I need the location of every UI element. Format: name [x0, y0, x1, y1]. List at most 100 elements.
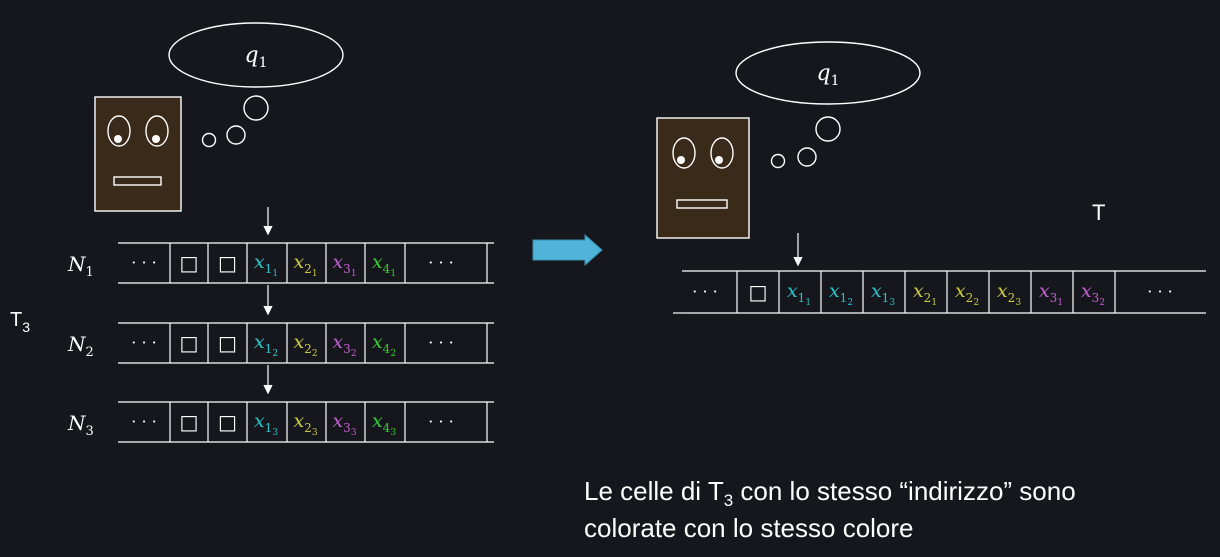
left-tape-3-cell-6: x43 — [372, 410, 396, 438]
left-tape-1-cell-blank-symbol: □ — [218, 251, 237, 275]
left-tape-2-cell-1: □ — [180, 331, 199, 355]
left-tape-1-cell-6: x41 — [372, 251, 396, 279]
transition-arrow — [532, 233, 603, 267]
right-tape-label: T — [1092, 200, 1105, 225]
left-tape-1-cell-3: x11 — [254, 251, 278, 279]
left-tape-group-label: T3 — [10, 309, 30, 335]
left-head-arrows — [263, 207, 273, 395]
left-tape-2-cell-blank-symbol: □ — [180, 331, 199, 355]
left-tape-1-cell-2: □ — [218, 251, 237, 275]
left-tape-2-cell-variable: x42 — [372, 331, 396, 359]
right-tape-cell-10: · · · — [1147, 282, 1172, 301]
left-tape-name: N2 — [67, 332, 94, 360]
left-state-label: q1 — [244, 43, 267, 71]
left-tape-2-cell-0: · · · — [131, 333, 156, 352]
right-eye-right — [710, 137, 734, 169]
caption-line-2: colorate con lo stesso colore — [584, 513, 914, 543]
right-thought-bubble — [735, 41, 921, 105]
right-tape-cell-2: x11 — [787, 280, 811, 308]
right-tape-cell-variable: x11 — [787, 280, 811, 308]
left-tape-2-cell-6: x42 — [372, 331, 396, 359]
left-tape-3-cell-variable: x43 — [372, 410, 396, 438]
left-tape-3-cell-dots: · · · — [131, 412, 156, 431]
right-machine-head — [656, 117, 750, 239]
left-tape-1: N1 · · · □ □ x11 x21 x31 x41 · · · — [67, 242, 494, 284]
right-tape-cell-3: x12 — [829, 280, 853, 308]
left-thought-dot-large — [243, 95, 269, 121]
left-tape-3-cell-2: □ — [218, 410, 237, 434]
left-tape-1-cell-variable: x41 — [372, 251, 396, 279]
right-thought-dot-medium — [797, 147, 817, 167]
right-tape-cell-variable: x22 — [955, 280, 979, 308]
right-pupil-right — [715, 156, 723, 164]
left-tape-2-cell-3: x12 — [254, 331, 278, 359]
left-machine: q1 T3 N1 · · · □ □ x11 x21 x31 x41 · · · N2 · · · □… — [10, 22, 494, 443]
right-eye-left — [672, 137, 696, 169]
right-tape-cell-5: x21 — [913, 280, 937, 308]
left-tape-3-cell-variable: x23 — [293, 410, 317, 438]
right-tape-cell-dots: · · · — [692, 282, 717, 301]
left-tapes: N1 · · · □ □ x11 x21 x31 x41 · · · N2 · · · □ □ x12 x2… — [67, 242, 494, 443]
left-tape-1-cell-blank-symbol: □ — [180, 251, 199, 275]
left-mouth — [113, 176, 162, 186]
right-tape-cell-blank-symbol: □ — [749, 280, 768, 304]
right-pupil-left — [677, 156, 685, 164]
left-tape-3-cell-blank-symbol: □ — [218, 410, 237, 434]
left-tape-3-cell-4: x23 — [293, 410, 317, 438]
left-tape-3-cell-blank-symbol: □ — [180, 410, 199, 434]
right-tape-cell-4: x13 — [871, 280, 895, 308]
left-tape-name: N1 — [67, 252, 94, 280]
left-tape-1-cell-1: □ — [180, 251, 199, 275]
left-tape-1-cell-variable: x21 — [293, 251, 317, 279]
right-head-arrow — [793, 233, 803, 267]
left-tape-2-cell-dots: · · · — [428, 333, 453, 352]
right-tape-cell-7: x23 — [997, 280, 1021, 308]
left-pupil-left — [114, 135, 122, 143]
left-tape-3-cell-3: x13 — [254, 410, 278, 438]
right-tape-cell-1: □ — [749, 280, 768, 304]
right-state-label: q1 — [816, 61, 839, 89]
left-tape-2-cell-5: x32 — [332, 331, 356, 359]
left-tape-2: N2 · · · □ □ x12 x22 x32 x42 · · · — [67, 322, 494, 364]
right-tape-cell-0: · · · — [692, 282, 717, 301]
left-tape-3-cell-variable: x33 — [332, 410, 356, 438]
left-tape-2-cell-variable: x32 — [332, 331, 356, 359]
right-tape-cell-variable: x21 — [913, 280, 937, 308]
right-tape-cell-9: x32 — [1081, 280, 1105, 308]
left-thought-bubble — [168, 22, 344, 88]
left-thought-dot-small — [201, 132, 217, 148]
left-tape-2-cell-blank-symbol: □ — [218, 331, 237, 355]
left-tape-1-cell-4: x21 — [293, 251, 317, 279]
right-machine: q1 T · · · □ x11 x12 x13 x21 x22 x23 x31 x32 · · · — [656, 41, 1206, 314]
left-tape-1-cell-0: · · · — [131, 253, 156, 272]
right-thought-dot-large — [815, 116, 841, 142]
right-tape: · · · □ x11 x12 x13 x21 x22 x23 x31 x32 · · · — [673, 270, 1206, 314]
right-tape-cell-variable: x13 — [871, 280, 895, 308]
left-tape-2-cell-variable: x12 — [254, 331, 278, 359]
right-mouth — [676, 199, 728, 209]
left-tape-2-cell-7: · · · — [428, 333, 453, 352]
left-tape-3-cell-1: □ — [180, 410, 199, 434]
left-tape-1-cell-5: x31 — [332, 251, 356, 279]
left-pupil-right — [152, 135, 160, 143]
right-tape-cell-variable: x32 — [1081, 280, 1105, 308]
left-tape-3-cell-7: · · · — [428, 412, 453, 431]
left-tape-3-cell-0: · · · — [131, 412, 156, 431]
left-tape-3-cell-5: x33 — [332, 410, 356, 438]
left-tape-2-cell-4: x22 — [293, 331, 317, 359]
left-tape-1-cell-dots: · · · — [131, 253, 156, 272]
right-tape-cell-6: x22 — [955, 280, 979, 308]
left-tape-2-cell-dots: · · · — [131, 333, 156, 352]
left-eye-right — [145, 115, 169, 147]
left-thought-dot-medium — [226, 125, 246, 145]
caption-line-1: Le celle di T3 con lo stesso “indirizzo”… — [584, 476, 1076, 510]
right-tape-cell-variable: x12 — [829, 280, 853, 308]
left-machine-head — [94, 96, 182, 212]
left-tape-3-cell-dots: · · · — [428, 412, 453, 431]
left-tape-1-cell-7: · · · — [428, 253, 453, 272]
left-eye-left — [107, 115, 131, 147]
right-thought-dot-small — [770, 153, 786, 169]
right-tape-cell-8: x31 — [1039, 280, 1063, 308]
left-tape-2-cell-variable: x22 — [293, 331, 317, 359]
